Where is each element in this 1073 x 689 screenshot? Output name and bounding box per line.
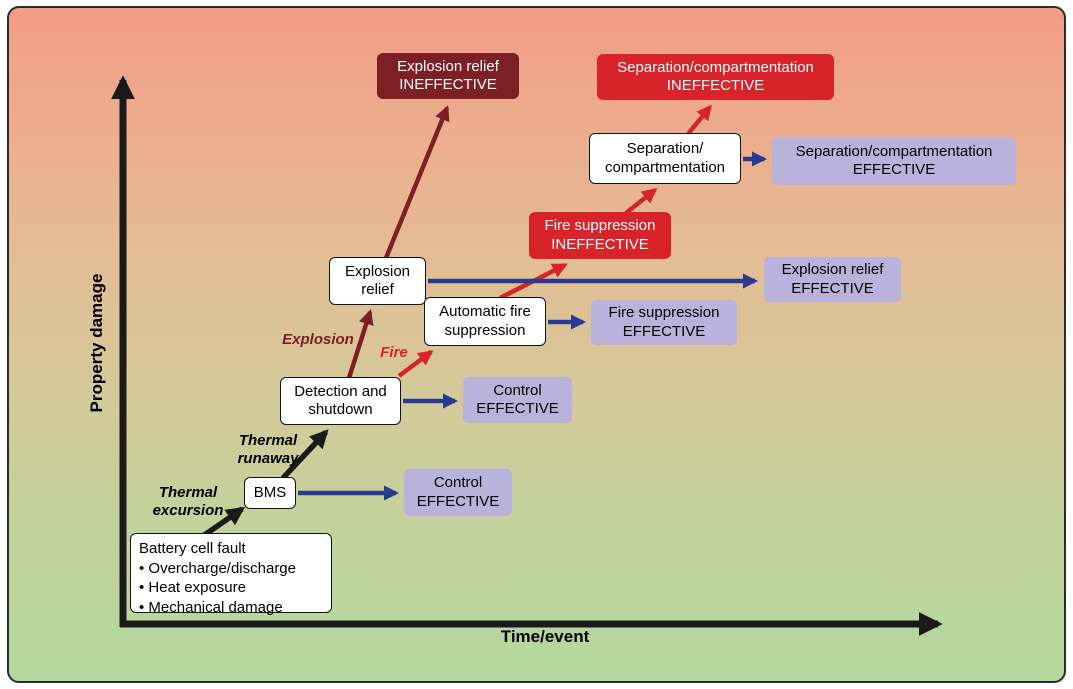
separation-ineffective-box: Separation/compartmentation INEFFECTIVE — [597, 54, 834, 100]
control-effective-bms-box: Control EFFECTIVE — [404, 469, 512, 516]
fire-suppression-effective-box: Fire suppression EFFECTIVE — [591, 300, 737, 345]
explosion-relief-ineffective-box: Explosion relief INEFFECTIVE — [377, 53, 519, 99]
battery-fault-bullet-mechanical: • Mechanical damage — [139, 598, 283, 616]
explosion-relief-box: Explosion relief — [329, 257, 426, 305]
detection-shutdown-box: Detection and shutdown — [280, 377, 401, 425]
thermal-excursion-label: Thermal excursion — [152, 484, 224, 519]
control-effective-detection-box: Control EFFECTIVE — [463, 377, 572, 423]
fire-suppression-ineffective-box: Fire suppression INEFFECTIVE — [529, 212, 671, 259]
explosion-relief-effective-box: Explosion relief EFFECTIVE — [764, 257, 901, 302]
bms-box: BMS — [244, 477, 296, 509]
battery-fault-bullet-overcharge: • Overcharge/discharge — [139, 559, 296, 577]
thermal-runaway-label: Thermal runaway — [237, 432, 299, 467]
battery-cell-fault-box: Battery cell fault • Overcharge/discharg… — [130, 533, 332, 616]
y-axis-label: Property damage — [87, 273, 106, 413]
x-axis-label: Time/event — [500, 627, 590, 646]
explosion-label: Explosion — [282, 331, 354, 348]
separation-box: Separation/ compartmentation — [589, 133, 741, 184]
battery-fault-bullet-heat: • Heat exposure — [139, 579, 246, 596]
separation-effective-box: Separation/compartmentation EFFECTIVE — [772, 137, 1016, 185]
automatic-fire-suppression-box: Automatic fire suppression — [424, 297, 546, 346]
battery-fault-title: Battery cell fault — [139, 540, 246, 557]
fire-label: Fire — [380, 344, 408, 361]
